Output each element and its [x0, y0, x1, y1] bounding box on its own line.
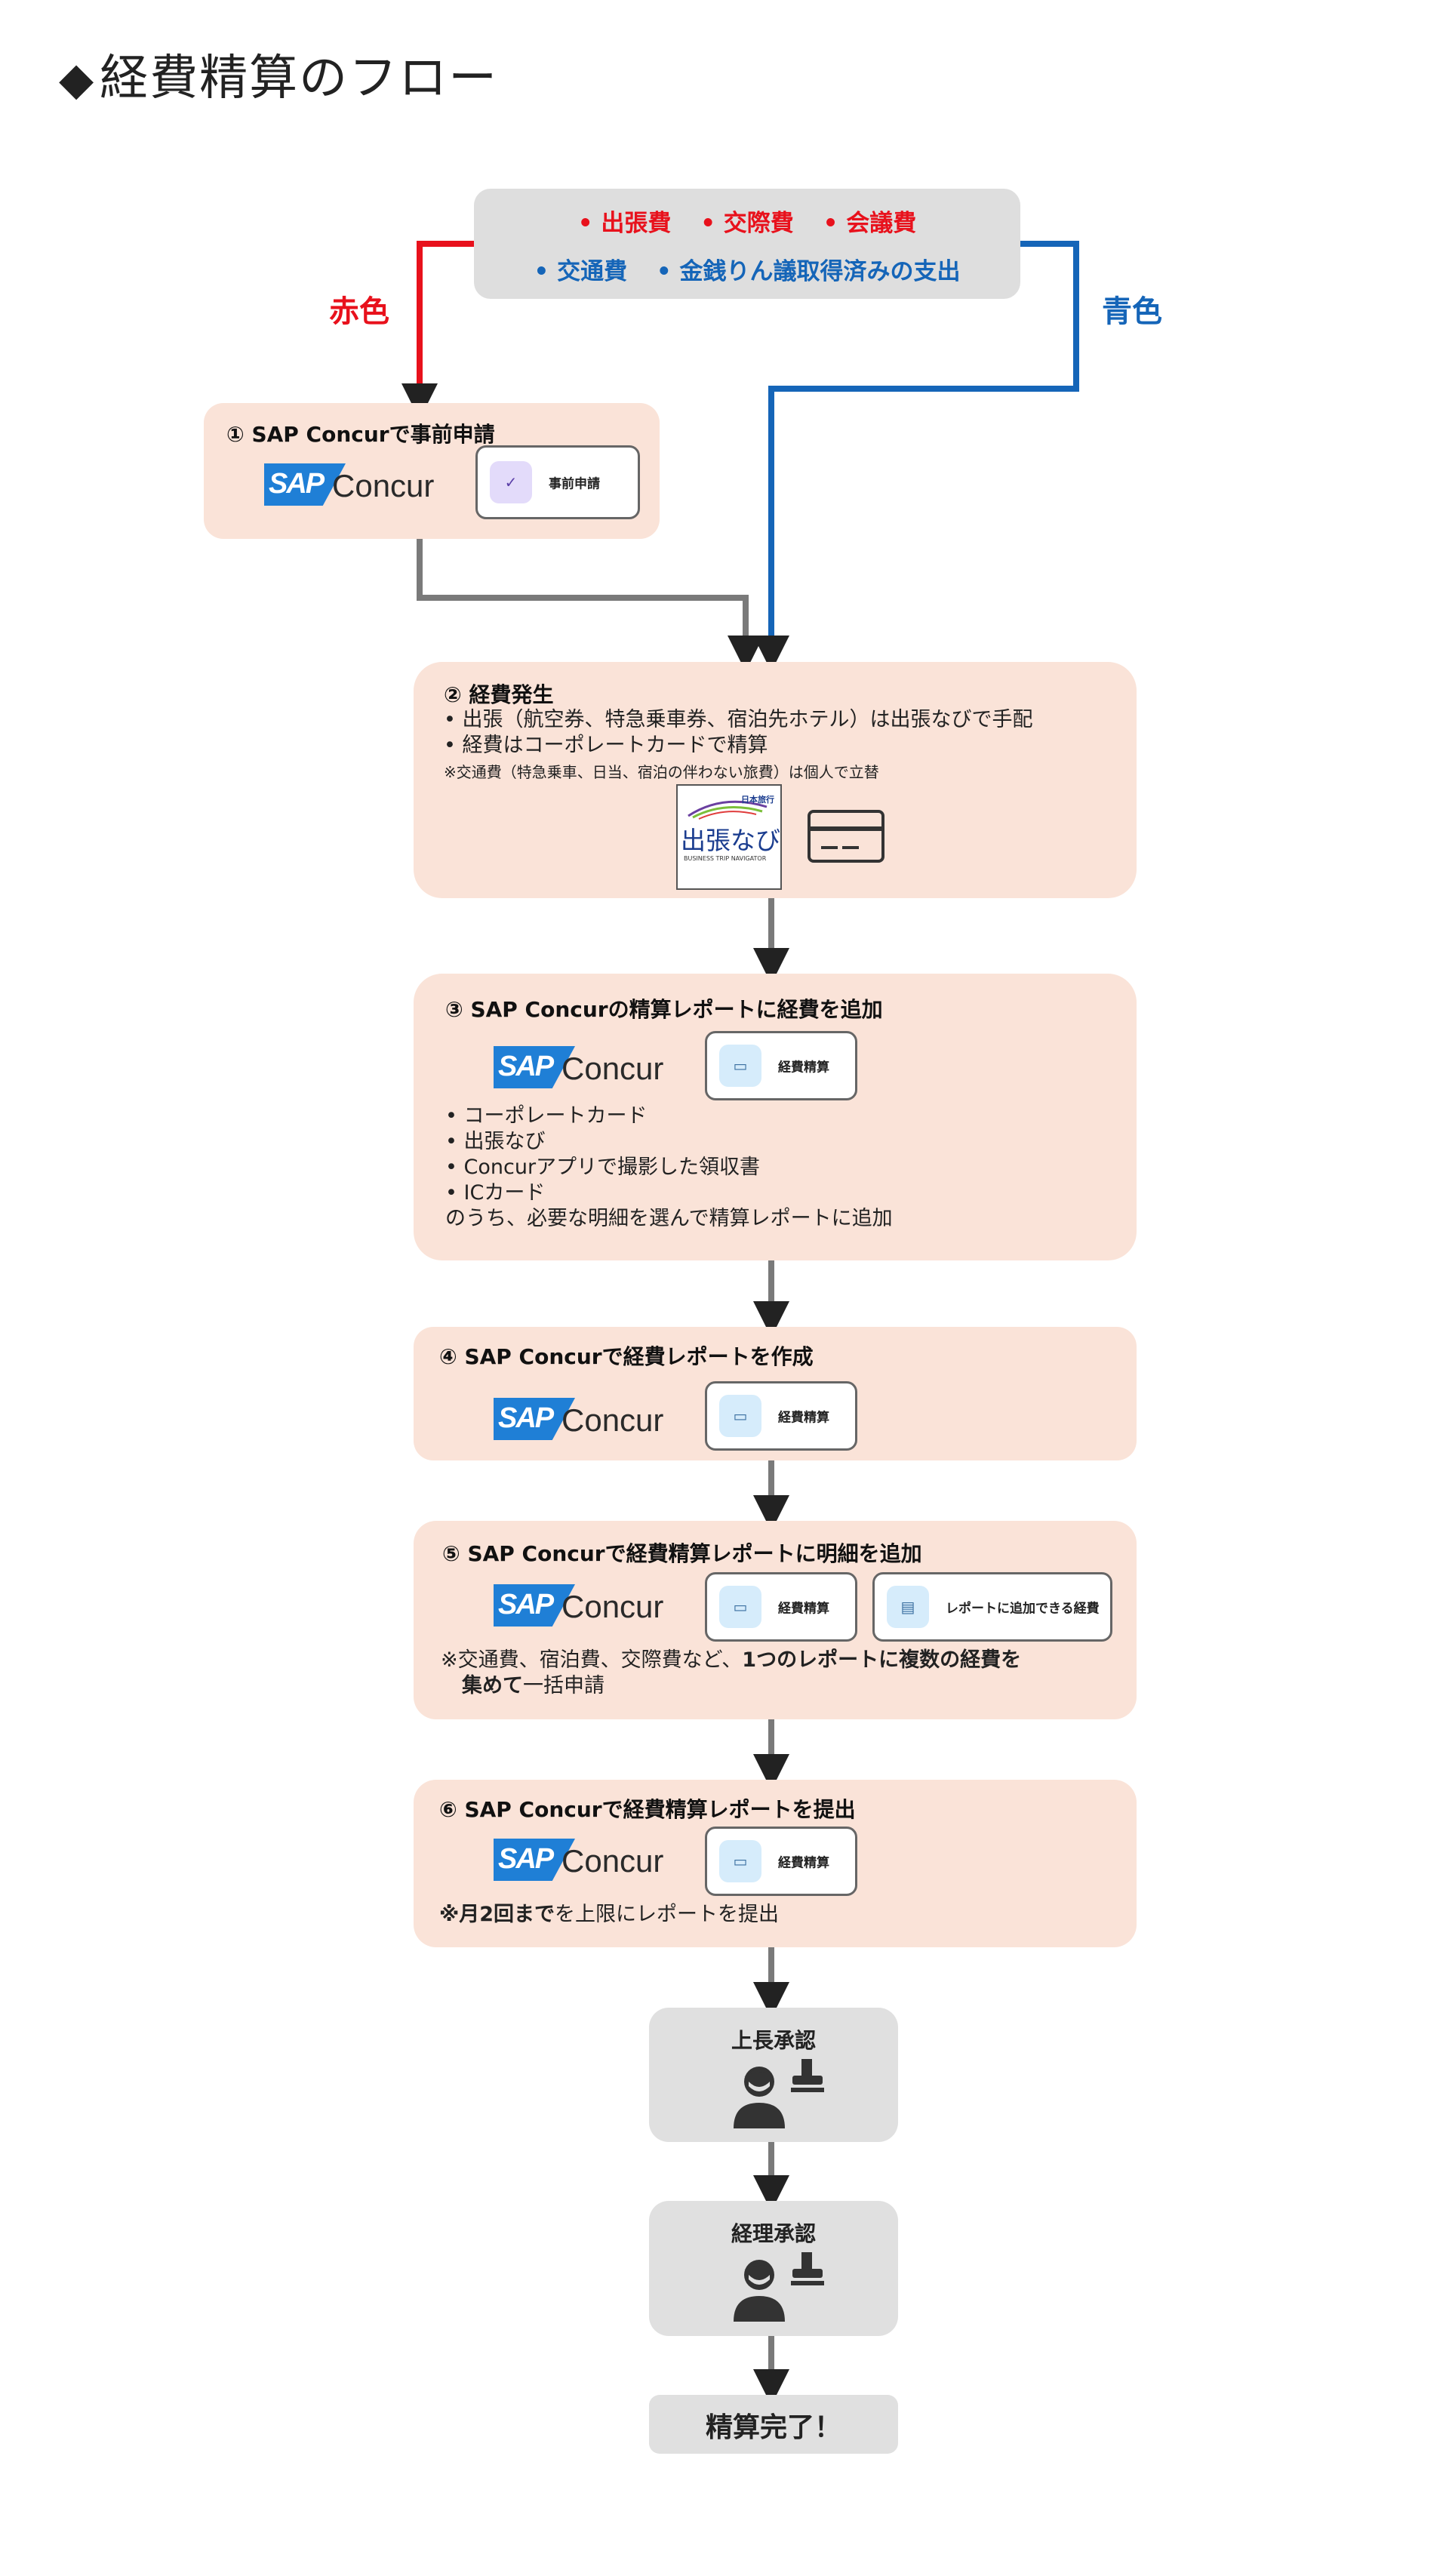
folder-icon: ▭: [719, 1840, 761, 1882]
category-business-trip: 出張費: [601, 210, 672, 237]
credit-card-icon: [808, 810, 884, 863]
expense-category-box: • 出張費 • 交際費 • 会議費 • 交通費 • 金銭りん議取得済みの支出: [474, 189, 1020, 299]
diamond-icon: ◆: [59, 53, 96, 106]
sap-concur-logo: SAP Concur: [494, 1584, 682, 1627]
red-connector: [401, 241, 474, 420]
expense-report-button[interactable]: ▭ 経費精算: [705, 1381, 857, 1451]
checkmark-icon: ✓: [490, 461, 532, 503]
step4-title: ④ SAP Concurで経費レポートを作成: [439, 1344, 814, 1369]
logo-swoosh-icon: [688, 800, 768, 820]
settlement-complete-box: 精算完了！: [649, 2395, 898, 2454]
step6-box: ⑥ SAP Concurで経費精算レポートを提出 SAP Concur ▭ 経費…: [414, 1780, 1137, 1947]
step4-box: ④ SAP Concurで経費レポートを作成 SAP Concur ▭ 経費精算: [414, 1327, 1137, 1460]
blue-route-label: 青色: [1102, 294, 1162, 329]
step5-note: ※交通費、宿泊費、交際費など、1つのレポートに複数の経費を 集めて一括申請: [441, 1648, 1022, 1697]
page-title: ◆経費精算のフロー: [59, 51, 499, 106]
step5-box: ⑤ SAP Concurで経費精算レポートに明細を追加 SAP Concur ▭…: [414, 1521, 1137, 1719]
settlement-complete-label: 精算完了！: [705, 2412, 841, 2443]
accounting-approval-label: 経理承認: [731, 2221, 816, 2246]
step5-title: ⑤ SAP Concurで経費精算レポートに明細を追加: [442, 1541, 922, 1566]
red-route-label: 赤色: [329, 294, 389, 329]
category-meeting: 会議費: [846, 210, 917, 237]
blue-category-line: • 交通費 • 金銭りん議取得済みの支出: [534, 258, 961, 285]
folder-icon: ▭: [719, 1395, 761, 1437]
step1-to-step2-connector: [417, 539, 764, 672]
sap-concur-logo: SAP Concur: [494, 1046, 682, 1088]
folder-icon: ▭: [719, 1045, 761, 1087]
sap-concur-logo: SAP Concur: [264, 463, 453, 506]
expense-report-button[interactable]: ▭ 経費精算: [705, 1031, 857, 1100]
shucchonavi-logo: 日本旅行 出張なび BUSINESS TRIP NAVIGATOR: [676, 784, 782, 890]
step6-title: ⑥ SAP Concurで経費精算レポートを提出: [439, 1797, 856, 1822]
category-transport: 交通費: [557, 258, 628, 285]
folder-icon: ▭: [719, 1586, 761, 1628]
category-approved-expense: 金銭りん議取得済みの支出: [679, 258, 961, 285]
step1-box: ① SAP Concurで事前申請 SAP Concur ✓ 事前申請: [204, 403, 660, 539]
blue-connector: [753, 241, 1079, 672]
step6-note: ※月2回までを上限にレポートを提出: [439, 1903, 780, 1926]
pre-application-button[interactable]: ✓ 事前申請: [475, 445, 640, 519]
step1-title: ① SAP Concurで事前申請: [226, 422, 495, 447]
expense-report-button[interactable]: ▭ 経費精算: [705, 1572, 857, 1642]
document-icon: ▤: [887, 1586, 929, 1628]
step2-title: ② 経費発生: [444, 682, 554, 707]
sap-concur-logo: SAP Concur: [494, 1398, 682, 1440]
accounting-approval-box: 経理承認: [649, 2201, 898, 2336]
step3-body: • コーポレートカード • 出張なび • Concurアプリで撮影した領収書 •…: [445, 1104, 893, 1230]
step2-note: ※交通費（特急乗車、日当、宿泊の伴わない旅費）は個人で立替: [444, 763, 879, 781]
approver-stamp-icon: [734, 2059, 824, 2128]
expense-report-button[interactable]: ▭ 経費精算: [705, 1827, 857, 1896]
supervisor-approval-label: 上長承認: [731, 2028, 816, 2053]
step2-body: • 出張（航空券、特急乗車券、宿泊先ホテル）は出張なびで手配 • 経費はコーポレ…: [444, 708, 1033, 757]
step3-title: ③ SAP Concurの精算レポートに経費を追加: [445, 997, 883, 1022]
red-category-line: • 出張費 • 交際費 • 会議費: [577, 210, 917, 237]
sap-concur-logo: SAP Concur: [494, 1839, 682, 1881]
step3-box: ③ SAP Concurの精算レポートに経費を追加 SAP Concur ▭ 経…: [414, 974, 1137, 1260]
category-entertainment: 交際費: [723, 210, 794, 237]
supervisor-approval-box: 上長承認: [649, 2008, 898, 2142]
approver-stamp-icon: [734, 2252, 824, 2322]
addable-expenses-button[interactable]: ▤ レポートに追加できる経費: [872, 1572, 1112, 1642]
step2-box: ② 経費発生 • 出張（航空券、特急乗車券、宿泊先ホテル）は出張なびで手配 • …: [414, 662, 1137, 898]
